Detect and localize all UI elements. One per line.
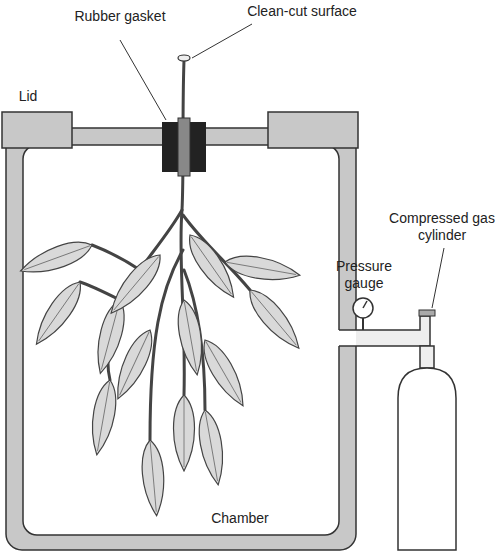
cylinder-valve	[420, 346, 434, 368]
leader-lines	[120, 24, 444, 308]
pressure-gauge	[353, 298, 373, 318]
cut-surface	[178, 55, 190, 61]
part-label: Rubber gasket	[60, 8, 180, 25]
wall-opening	[337, 330, 359, 346]
part-label: Clean-cut surface	[232, 3, 372, 20]
valve-knob	[419, 310, 435, 316]
gauge-stem	[362, 318, 364, 330]
gas-pipe	[356, 316, 430, 346]
lid-right	[268, 112, 358, 148]
gauge-needle	[363, 301, 367, 308]
leaves	[17, 229, 307, 517]
stem-in-gasket	[178, 118, 190, 176]
chamber-wall	[6, 128, 356, 550]
lid-left	[2, 112, 72, 148]
gas-cylinder	[398, 368, 456, 550]
part-label: Pressure gauge	[328, 258, 400, 292]
opening-edge	[339, 330, 356, 346]
part-label: Lid	[8, 88, 48, 105]
part-label: Chamber	[200, 510, 280, 527]
part-label: Compressed gas cylinder	[387, 210, 497, 244]
